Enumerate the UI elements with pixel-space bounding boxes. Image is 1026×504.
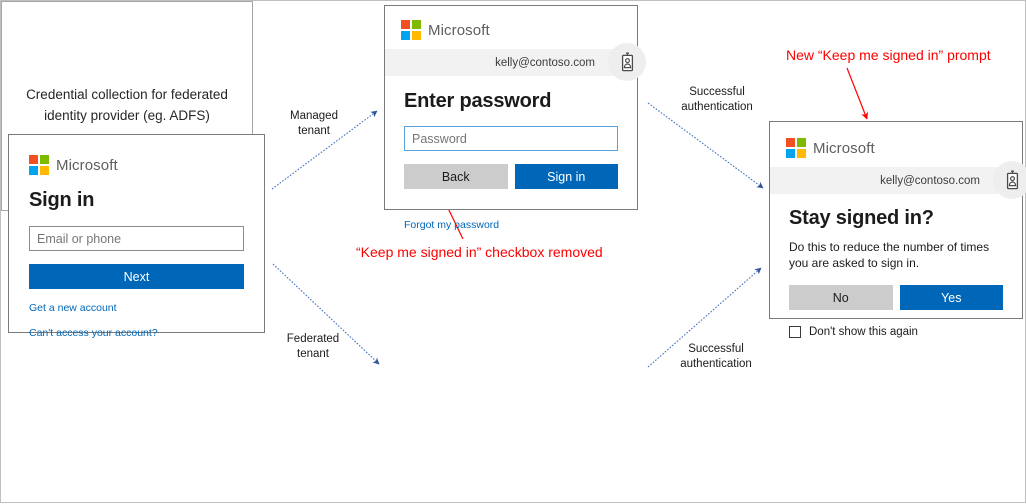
account-bar: kelly@contoso.com bbox=[770, 161, 1026, 199]
back-button[interactable]: Back bbox=[404, 164, 508, 189]
sign-in-card: Microsoft Sign in Next Get a new account… bbox=[8, 134, 265, 339]
microsoft-logo-icon bbox=[29, 155, 49, 175]
microsoft-logo-icon bbox=[401, 20, 421, 40]
dont-show-again-label: Don't show this again bbox=[809, 326, 918, 339]
stay-signed-in-title: Stay signed in? bbox=[789, 207, 934, 229]
stay-signed-in-button-row: No Yes bbox=[789, 285, 1003, 311]
label-managed-tenant: Managed tenant bbox=[290, 110, 338, 137]
label-successful-auth-top: Successful authentication bbox=[681, 86, 753, 113]
password-input[interactable] bbox=[404, 126, 618, 151]
enter-password-card: Microsoft kelly@contoso.com Enter passwo… bbox=[384, 5, 646, 231]
label-successful-auth-bottom: Successful authentication bbox=[680, 343, 752, 370]
federated-box-text: Credential collection for federated iden… bbox=[26, 87, 228, 123]
checkbox-icon[interactable] bbox=[789, 326, 801, 339]
no-button[interactable]: No bbox=[789, 285, 893, 311]
account-email: kelly@contoso.com bbox=[880, 174, 980, 187]
next-button[interactable]: Next bbox=[29, 264, 244, 289]
cant-access-account-link[interactable]: Can't access your account? bbox=[29, 327, 158, 339]
account-bar: kelly@contoso.com bbox=[385, 43, 646, 81]
id-badge-icon[interactable] bbox=[993, 161, 1026, 199]
microsoft-logo-label: Microsoft bbox=[813, 139, 875, 157]
annotation-new-prompt: New “Keep me signed in” prompt bbox=[786, 47, 991, 63]
dont-show-again-checkbox-row[interactable]: Don't show this again bbox=[789, 326, 1003, 339]
microsoft-logo: Microsoft bbox=[29, 155, 118, 175]
microsoft-logo-icon bbox=[786, 138, 806, 158]
account-email: kelly@contoso.com bbox=[495, 56, 595, 69]
id-badge-icon[interactable] bbox=[608, 43, 646, 81]
enter-password-title: Enter password bbox=[404, 90, 552, 112]
arrow-successful-auth-top bbox=[647, 102, 764, 189]
yes-button[interactable]: Yes bbox=[899, 285, 1003, 311]
sign-in-button[interactable]: Sign in bbox=[514, 164, 618, 189]
get-a-new-account-link[interactable]: Get a new account bbox=[29, 302, 117, 314]
microsoft-logo-label: Microsoft bbox=[56, 156, 118, 174]
password-button-row: Back Sign in bbox=[404, 164, 618, 189]
microsoft-logo-label: Microsoft bbox=[428, 21, 490, 39]
label-federated-tenant: Federated tenant bbox=[286, 333, 340, 360]
email-or-phone-input[interactable] bbox=[29, 226, 244, 251]
annotation-checkbox-removed: “Keep me signed in” checkbox removed bbox=[356, 244, 603, 260]
sign-in-title: Sign in bbox=[29, 189, 95, 211]
arrow-annotation-new-prompt bbox=[846, 67, 868, 120]
stay-signed-in-card: Microsoft kelly@contoso.com Stay signed … bbox=[769, 121, 1026, 339]
stay-signed-in-description: Do this to reduce the number of times yo… bbox=[789, 240, 990, 271]
microsoft-logo: Microsoft bbox=[401, 20, 490, 40]
forgot-my-password-link[interactable]: Forgot my password bbox=[404, 219, 500, 231]
microsoft-logo: Microsoft bbox=[786, 138, 875, 158]
